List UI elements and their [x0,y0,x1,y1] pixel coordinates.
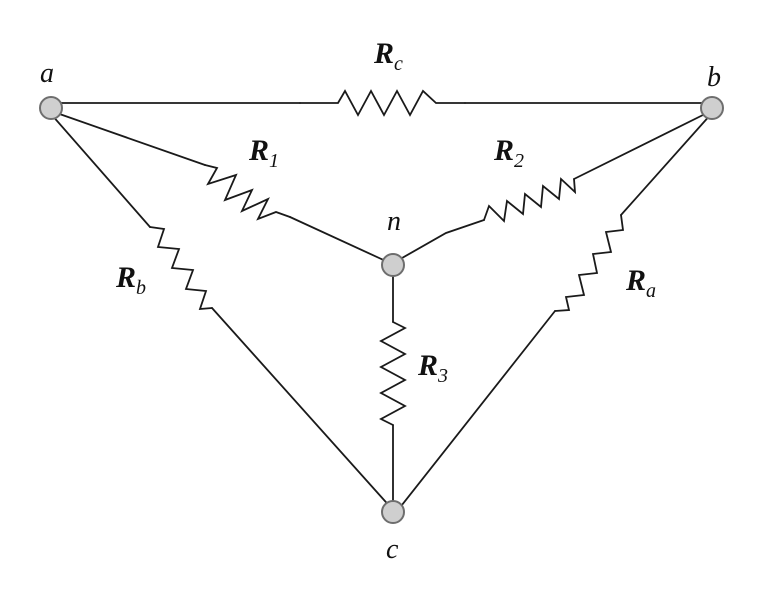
resistor-r1 [204,164,291,221]
wire-b-to-r2 [573,112,708,180]
ra-letter: R [625,264,646,297]
wire-r1-to-n [289,216,391,264]
wire-rb-to-c [211,307,394,511]
r3-subscript: 3 [437,365,448,387]
wire-r2-to-n [394,219,485,263]
rb-letter: R [115,261,136,294]
resistor-ra [554,214,625,312]
resistor-r2 [483,177,577,223]
node-b-terminal [700,96,724,120]
wire-b-to-ra [620,112,713,216]
r3-letter: R [417,349,438,382]
resistor-rb-label: Rb [115,261,146,299]
r2-letter: R [493,134,514,167]
r1-letter: R [248,134,269,167]
node-c-terminal [381,500,405,524]
rb-subscript: b [136,277,146,299]
node-a-terminal [39,96,63,120]
node-b-label: b [707,62,721,93]
resistor-r1-label: R1 [248,134,279,172]
node-n-label: n [387,206,401,237]
rc-letter: R [373,37,394,70]
resistor-r3 [379,321,407,426]
resistor-rc-label: Rc [373,37,403,75]
resistor-r2-label: R2 [493,134,524,172]
r2-subscript: 2 [514,150,524,172]
resistor-rb [149,226,213,311]
wire-a-to-rb [50,113,151,228]
resistor-r3-label: R3 [417,349,448,387]
node-c-label: c [386,534,399,565]
node-n-terminal [381,253,405,277]
node-a-label: a [40,58,54,89]
wire-a-to-r1 [50,110,206,166]
r1-subscript: 1 [269,150,279,172]
ra-subscript: a [646,280,656,302]
rc-subscript: c [394,53,403,75]
resistor-ra-label: Ra [625,264,656,302]
wire-ra-to-c [397,310,556,511]
resistor-rc [299,89,466,117]
